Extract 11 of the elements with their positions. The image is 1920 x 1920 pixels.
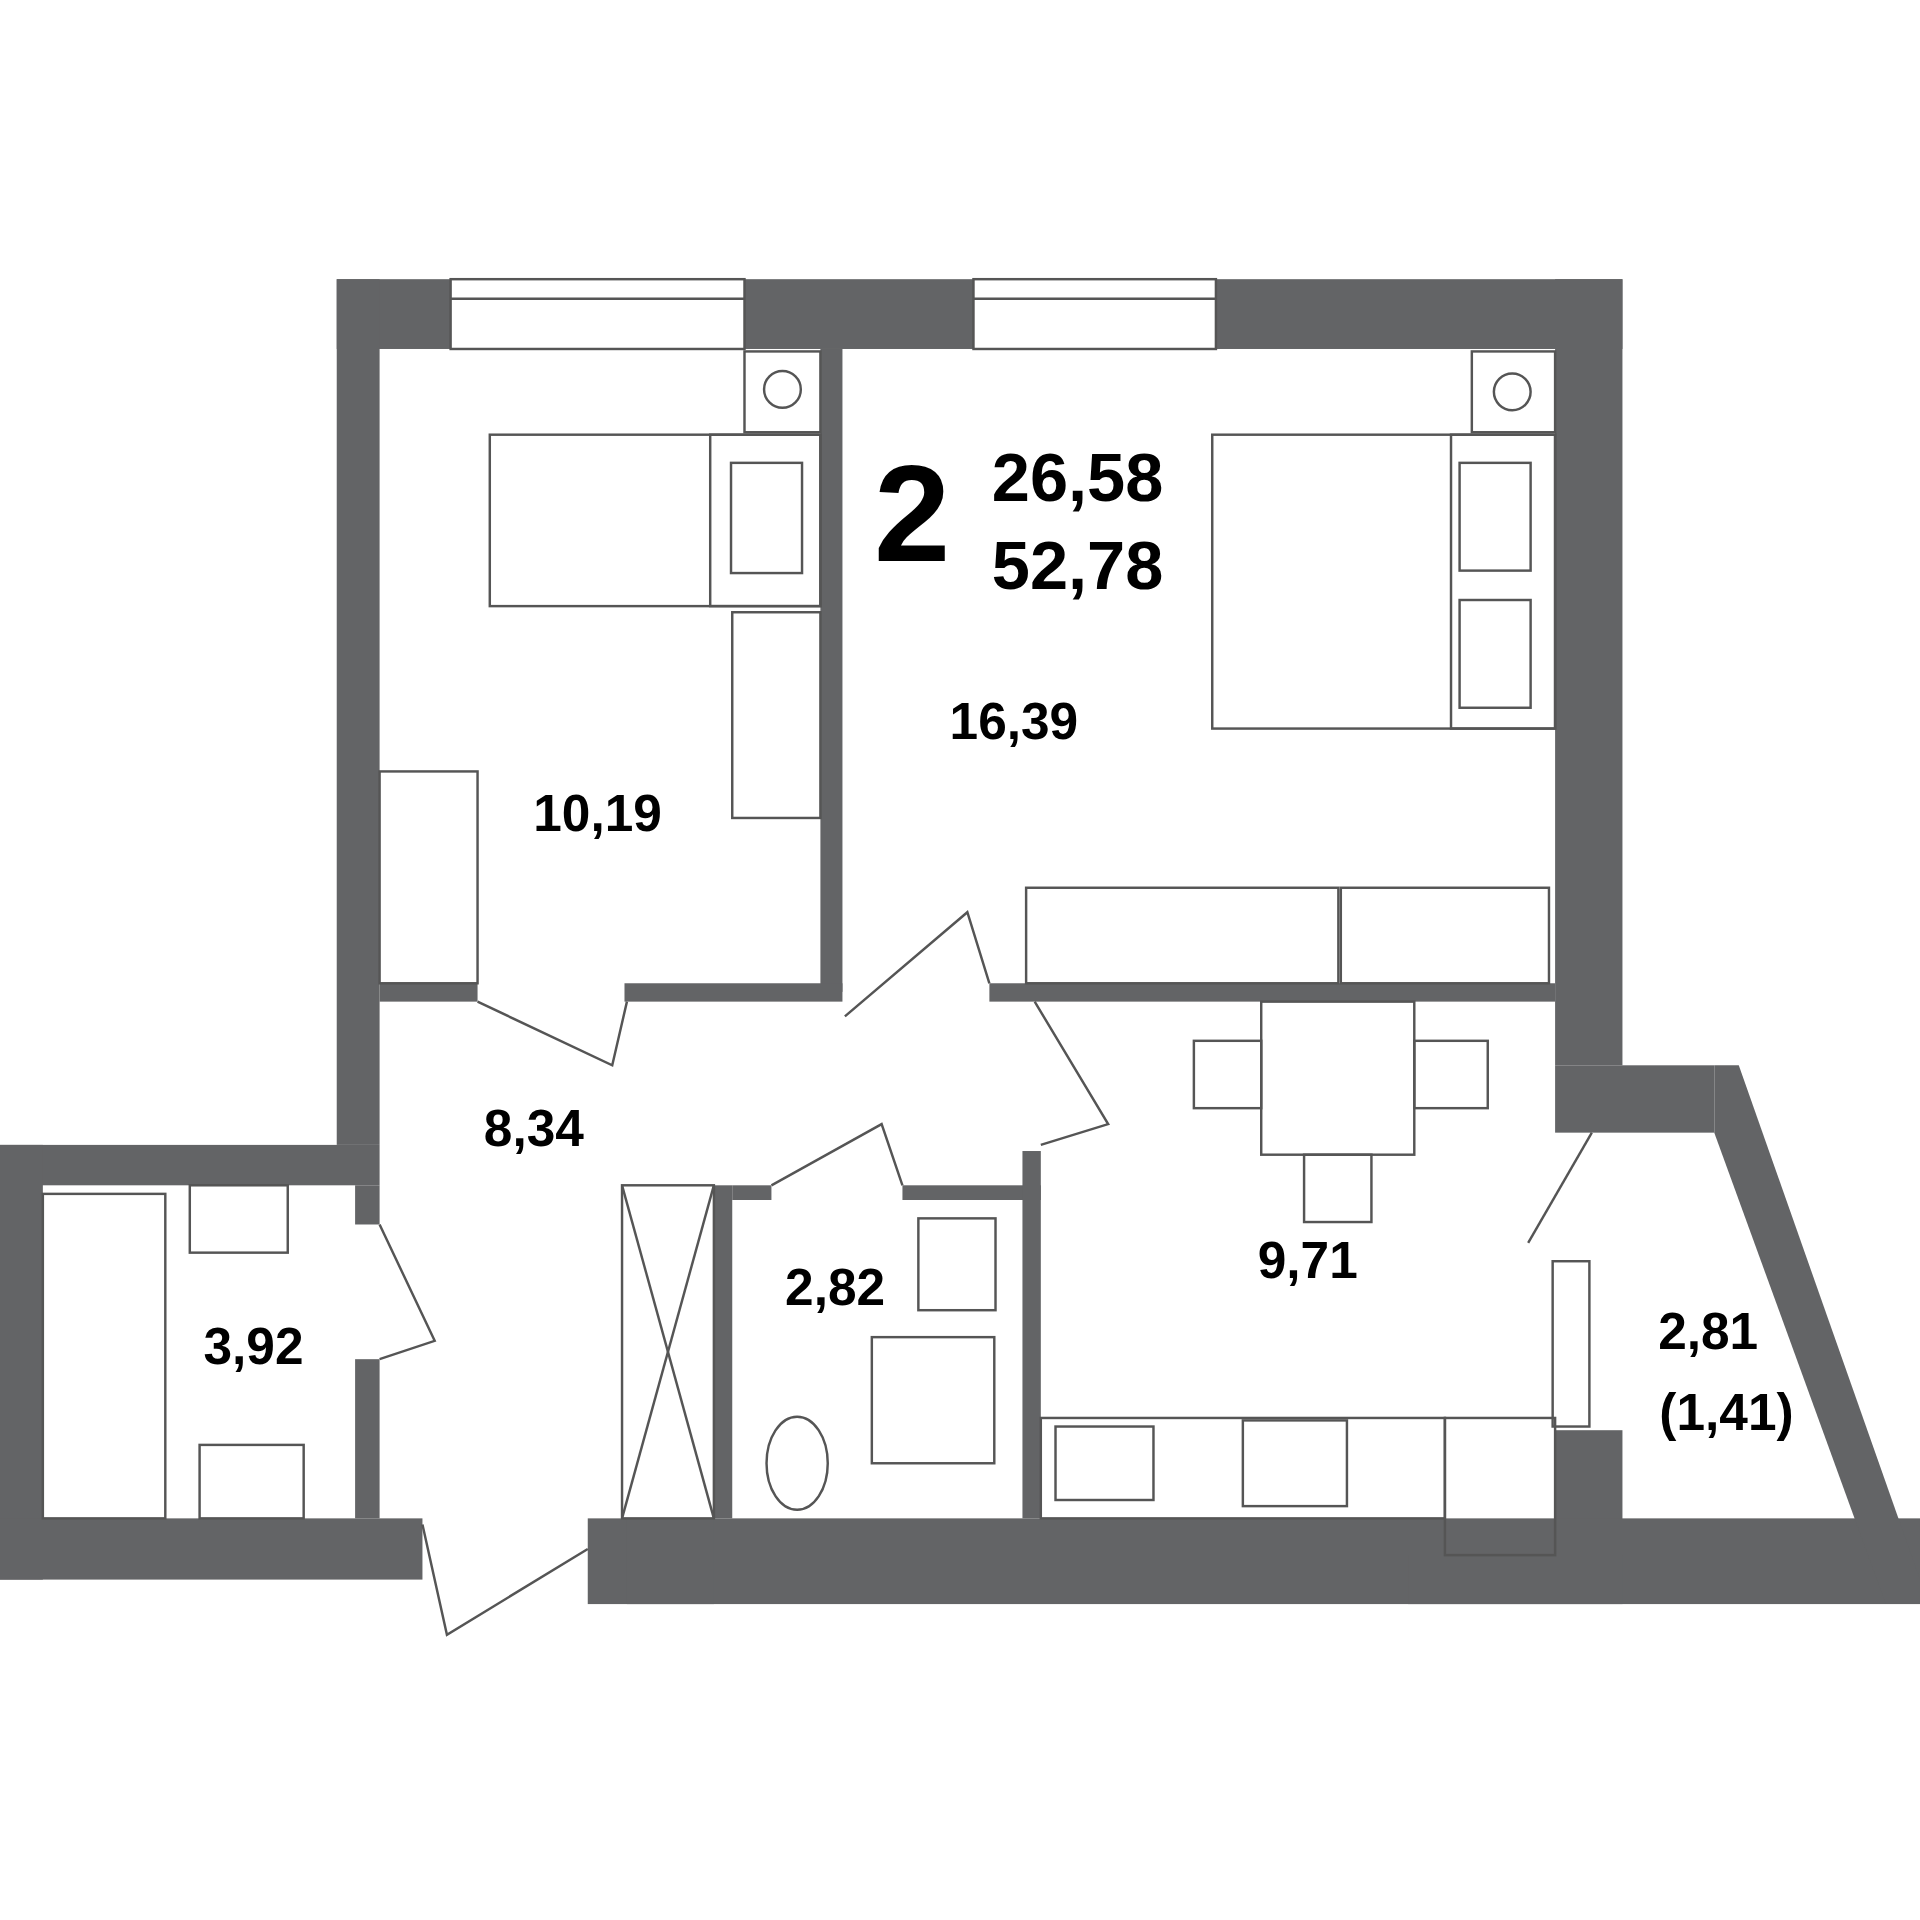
room-area-label: 10,19	[533, 788, 662, 840]
room-area-label: 16,39	[949, 696, 1079, 749]
room-area-label: 8,34	[483, 1103, 584, 1155]
room-area-label: 2,81	[1658, 1306, 1759, 1358]
room-area-label: (1,41)	[1659, 1387, 1794, 1439]
total-area-label: 26,58	[991, 443, 1164, 512]
room-count-label: 2	[874, 445, 951, 583]
room-area-label: 9,71	[1257, 1235, 1358, 1287]
total-area-label: 52,78	[991, 531, 1164, 600]
room-area-label: 3,92	[203, 1321, 304, 1373]
room-area-label: 2,82	[785, 1262, 886, 1314]
